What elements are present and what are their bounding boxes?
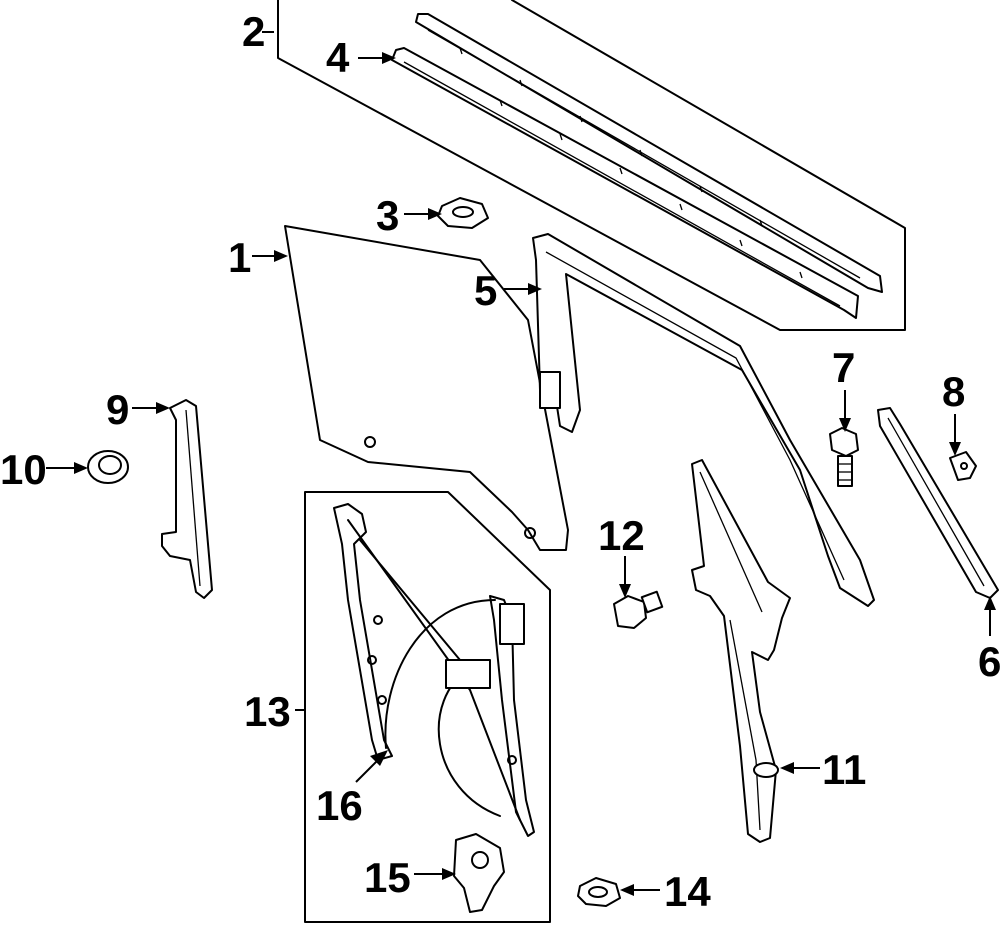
glass-nut — [437, 197, 489, 229]
callout-12: 12 — [598, 512, 645, 559]
callout-leaders — [46, 52, 996, 896]
glass-run-channel — [532, 233, 875, 607]
window-regulator — [333, 503, 535, 837]
grommet — [87, 450, 129, 484]
callout-2: 2 — [242, 8, 265, 55]
callout-7: 7 — [832, 344, 855, 391]
callout-14: 14 — [664, 868, 711, 915]
outer-belt-weatherstrip — [391, 13, 883, 319]
glass-guide — [161, 399, 213, 599]
regulator-box — [295, 491, 551, 923]
callout-4: 4 — [326, 34, 350, 81]
regulator-bolt — [613, 590, 664, 629]
callout-16: 16 — [316, 782, 363, 829]
callout-1: 1 — [228, 234, 251, 281]
belt-molding-kit-group — [262, 0, 906, 331]
regulator-motor — [453, 833, 505, 913]
mounting-bolt — [829, 427, 859, 487]
callout-15: 15 — [364, 854, 411, 901]
rear-glass-channel — [691, 459, 791, 843]
callout-3: 3 — [376, 192, 399, 239]
callout-9: 9 — [106, 386, 129, 433]
callout-10: 10 — [0, 446, 47, 493]
callout-6: 6 — [978, 638, 1000, 685]
callout-13: 13 — [244, 688, 291, 735]
frame-molding — [877, 407, 999, 599]
callout-5: 5 — [474, 267, 497, 314]
regulator-nut — [577, 877, 621, 907]
door-glass — [284, 225, 569, 551]
callout-8: 8 — [942, 368, 965, 415]
molding-clip — [949, 451, 977, 481]
callout-11: 11 — [822, 746, 866, 793]
